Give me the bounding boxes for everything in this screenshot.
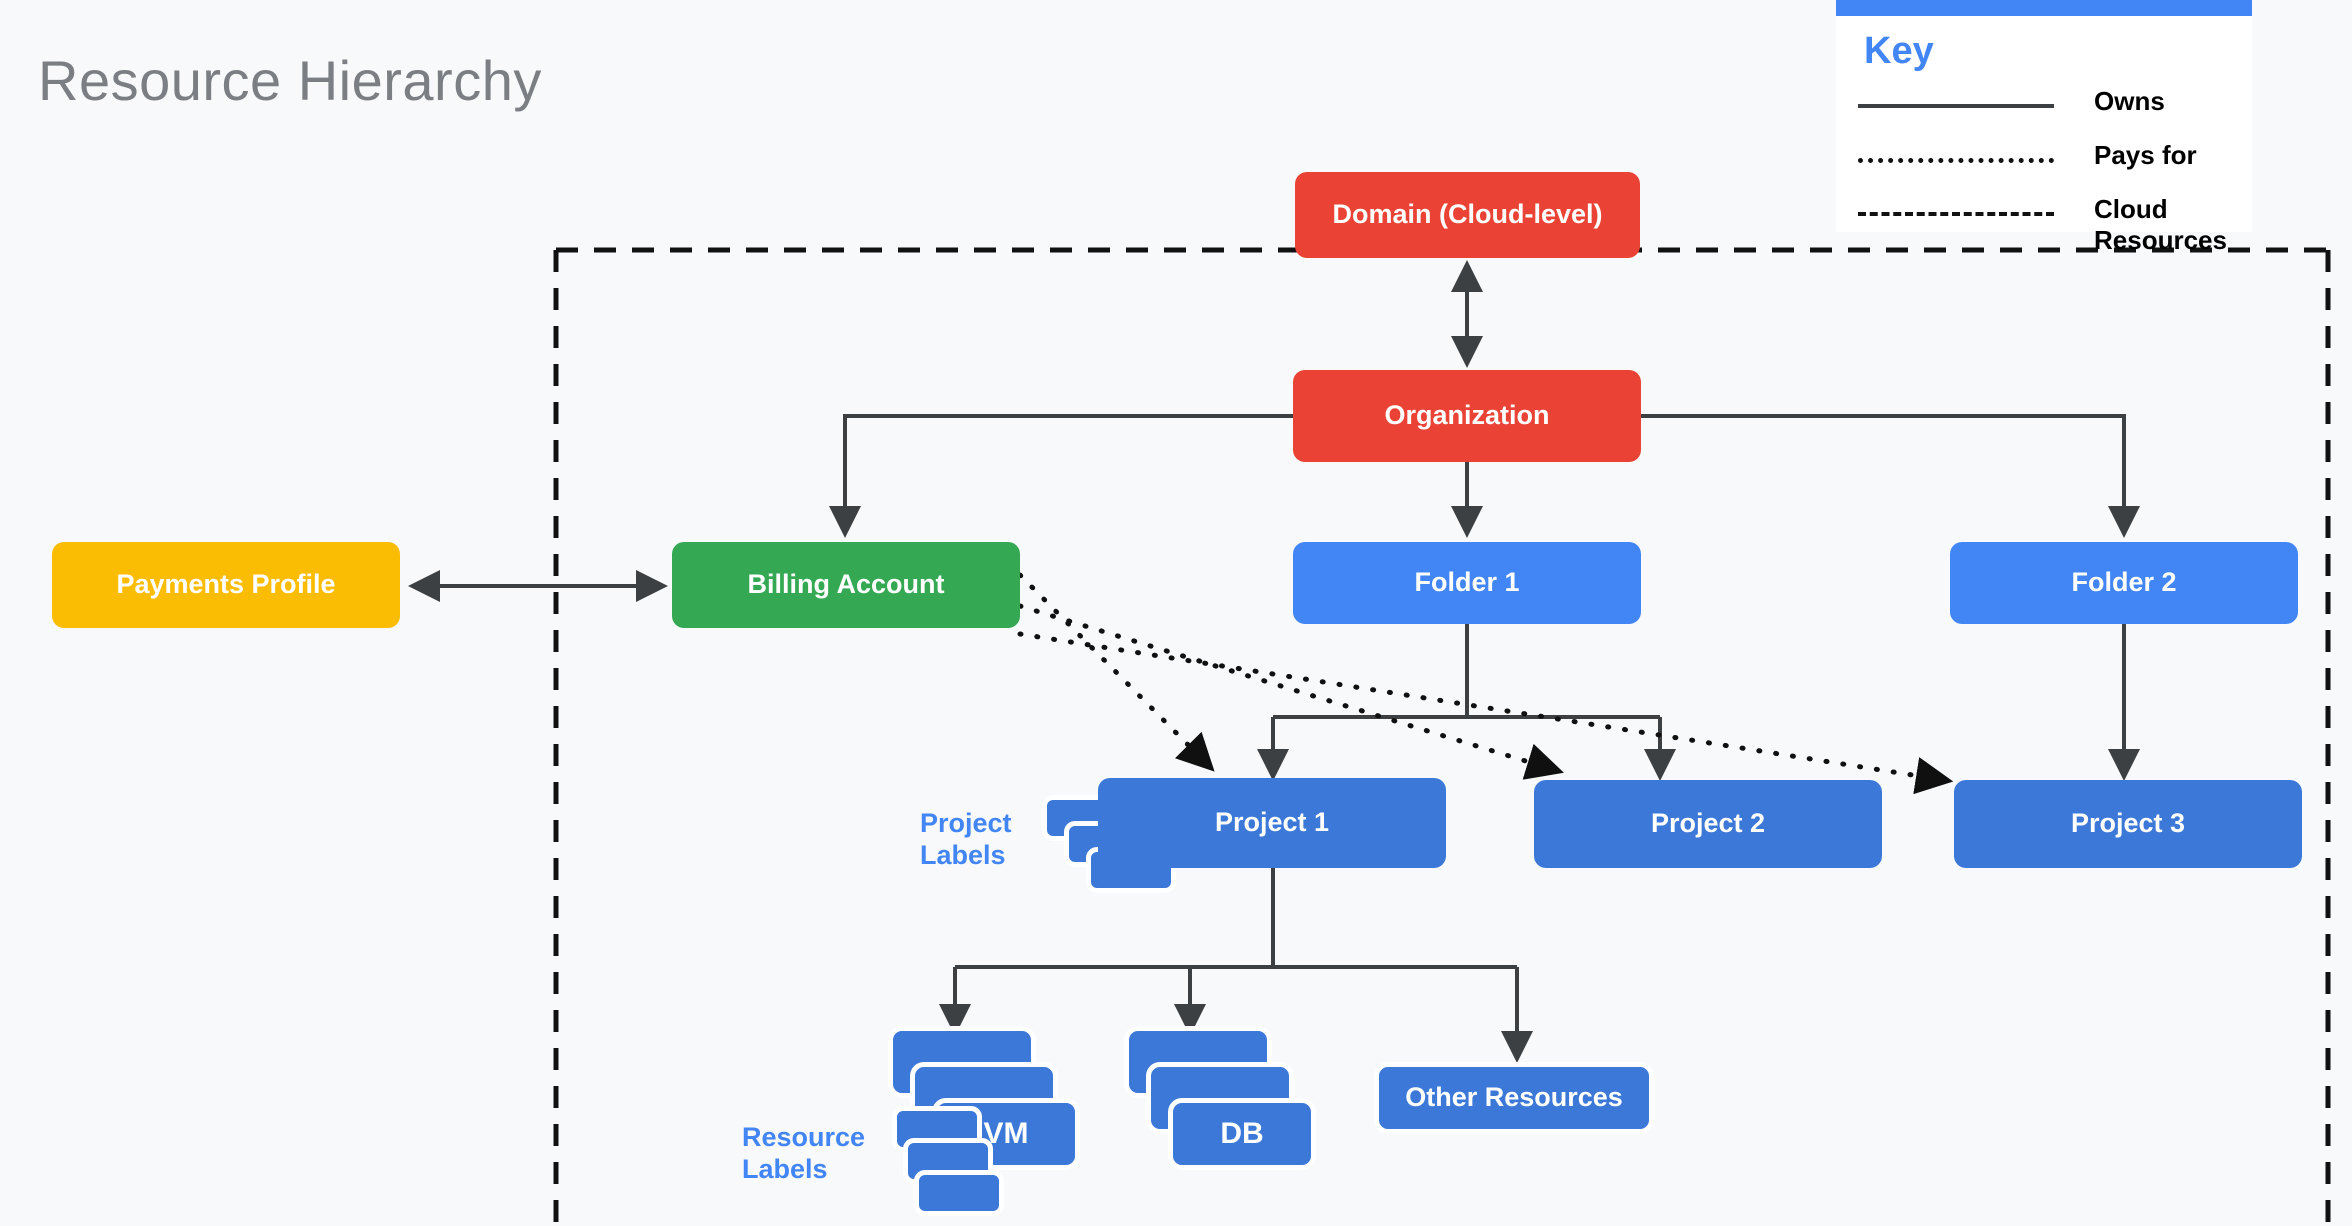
legend-row-owns: Owns	[1836, 80, 2252, 134]
node-payments-profile[interactable]: Payments Profile	[52, 542, 400, 628]
legend-line-dotted-icon	[1858, 158, 2054, 163]
node-db[interactable]: DB	[1168, 1098, 1316, 1170]
node-domain[interactable]: Domain (Cloud-level)	[1295, 172, 1640, 258]
edge-organization-billing	[829, 414, 1293, 538]
edge-project1-bus	[955, 868, 1517, 969]
page-title: Resource Hierarchy	[38, 49, 542, 112]
node-project-1[interactable]: Project 1	[1098, 778, 1446, 868]
project-labels-annotation: Project Labels	[920, 808, 1012, 870]
node-other-resources[interactable]: Other Resources	[1374, 1062, 1654, 1134]
node-folder-2[interactable]: Folder 2	[1950, 542, 2298, 624]
legend-label-cloud-resources: Cloud Resources	[2094, 194, 2227, 255]
legend-title: Key	[1864, 30, 1934, 72]
edge-billing-project3-paysfor	[1017, 631, 1954, 795]
edge-billing-project1-paysfor	[1017, 572, 1215, 772]
node-billing-account[interactable]: Billing Account	[672, 542, 1020, 628]
node-organization[interactable]: Organization	[1293, 370, 1641, 462]
edge-organization-folder2	[1641, 414, 2140, 538]
legend-rows: Owns Pays for Cloud Resources	[1836, 80, 2252, 255]
node-project-3[interactable]: Project 3	[1954, 780, 2302, 868]
legend-label-owns: Owns	[2094, 86, 2165, 116]
resource-label-chip	[914, 1170, 1004, 1216]
legend-panel: Key Owns Pays for Cloud Resources	[1836, 0, 2252, 255]
node-folder-1[interactable]: Folder 1	[1293, 542, 1641, 624]
resource-labels-annotation: Resource Labels	[742, 1122, 866, 1184]
legend-row-cloud-resources: Cloud Resources	[1836, 188, 2252, 255]
legend-row-pays-for: Pays for	[1836, 134, 2252, 188]
legend-line-solid-icon	[1858, 104, 2054, 108]
edge-folder1-bus	[1273, 624, 1660, 719]
legend-accent-bar	[1836, 0, 2252, 16]
legend-line-dashed-icon	[1858, 212, 2054, 216]
edge-billing-project2-paysfor	[1017, 603, 1564, 780]
legend-label-pays-for: Pays for	[2094, 140, 2197, 170]
node-project-2[interactable]: Project 2	[1534, 780, 1882, 868]
